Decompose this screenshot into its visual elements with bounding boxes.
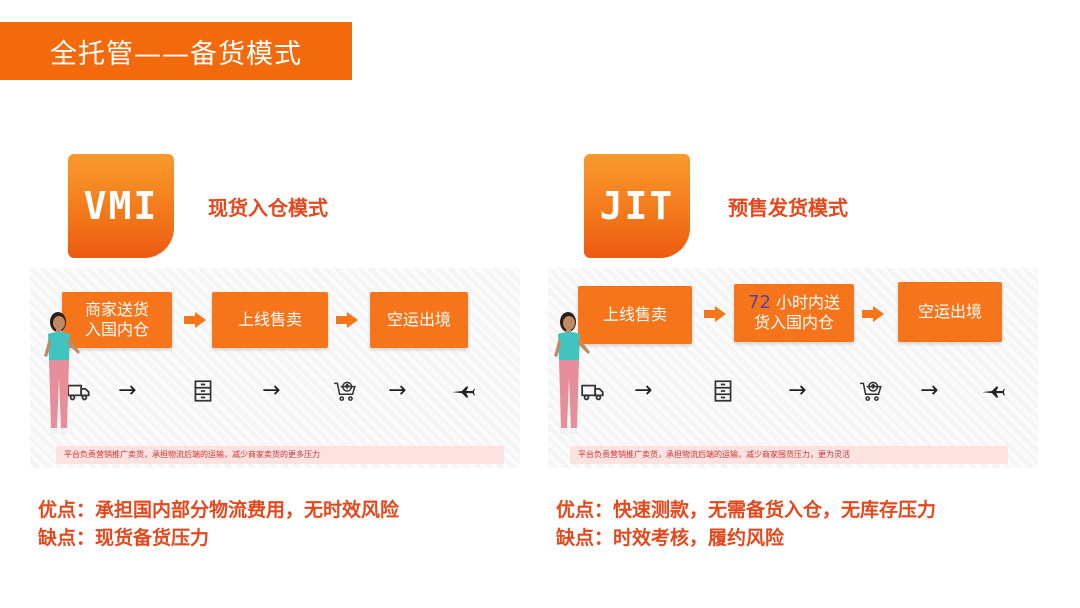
jit-icons-row: → → → (548, 376, 1038, 416)
jit-step-1: 上线售卖 (578, 286, 692, 344)
arrow-right-icon: → (788, 378, 807, 403)
jit-note: 平台负责营销推广卖货，承担物流后端的运输，减少商家囤货压力，更为灵活 (570, 446, 1008, 464)
vmi-mode-title: 现货入仓模式 (208, 196, 328, 220)
jit-flow-area: 上线售卖 72 小时内送 货入国内仓 空运出境 → → → (548, 268, 1038, 468)
vmi-logo: VMI (68, 154, 174, 258)
vmi-pros-cons: 优点：承担国内部分物流费用，无时效风险 缺点：现货备货压力 (38, 496, 399, 552)
jit-step-2-line1: 小时内送 (770, 293, 840, 312)
jit-cons: 缺点：时效考核，履约风险 (556, 527, 785, 549)
vmi-step-1-line2: 入国内仓 (84, 320, 149, 339)
orange-arrow-icon (184, 312, 206, 328)
jit-panel: JIT 预售发货模式 上线售卖 72 小时内送 货入国内仓 空运出境 → → (548, 150, 1038, 480)
airplane-icon (448, 376, 478, 406)
jit-step-2-highlight: 72 (748, 292, 771, 313)
jit-step-2: 72 小时内送 货入国内仓 (734, 284, 854, 342)
arrow-right-icon: → (262, 378, 281, 403)
vmi-icons-row: → → → (30, 376, 520, 416)
jit-step-2-line2: 货入国内仓 (753, 313, 834, 332)
jit-logo: JIT (584, 154, 690, 258)
jit-mode-title: 预售发货模式 (728, 196, 848, 220)
vmi-flow-area: 商家送货 入国内仓 上线售卖 空运出境 → → → (30, 268, 520, 468)
jit-step-3-line1: 空运出境 (917, 302, 982, 321)
vmi-step-3: 空运出境 (370, 292, 468, 348)
page-title: 全托管——备货模式 (0, 22, 352, 80)
vmi-cons: 缺点：现货备货压力 (38, 527, 210, 549)
vmi-step-3-line1: 空运出境 (386, 310, 451, 329)
warehouse-icon (188, 376, 218, 406)
airplane-icon (978, 376, 1008, 406)
truck-icon (578, 376, 608, 406)
cart-upload-icon (856, 376, 886, 406)
jit-step-3: 空运出境 (898, 282, 1002, 342)
jit-step-1-line1: 上线售卖 (602, 305, 667, 324)
arrow-right-icon: → (388, 378, 407, 403)
vmi-pros: 优点：承担国内部分物流费用，无时效风险 (38, 499, 400, 521)
jit-step-2-line1-wrap: 72 小时内送 (748, 293, 840, 313)
vmi-panel: VMI 现货入仓模式 商家送货 入国内仓 上线售卖 空运出境 → → → (30, 150, 520, 480)
presenter-avatar (44, 312, 80, 434)
vmi-step-1-line1: 商家送货 (84, 300, 149, 319)
orange-arrow-icon (336, 312, 358, 328)
orange-arrow-icon (862, 306, 884, 322)
arrow-right-icon: → (634, 378, 653, 403)
presenter-avatar (554, 312, 590, 434)
page-title-text: 全托管——备货模式 (50, 38, 302, 70)
orange-arrow-icon (704, 306, 726, 322)
arrow-right-icon: → (118, 378, 137, 403)
vmi-note: 平台负责营销推广卖货，承担物流后端的运输，减少商家卖货的更多压力 (56, 446, 504, 464)
warehouse-icon (708, 376, 738, 406)
vmi-step-2: 上线售卖 (212, 292, 328, 348)
vmi-step-2-line1: 上线售卖 (237, 310, 302, 329)
jit-pros: 优点：快速测款，无需备货入仓，无库存压力 (556, 499, 937, 521)
cart-upload-icon (330, 376, 360, 406)
jit-pros-cons: 优点：快速测款，无需备货入仓，无库存压力 缺点：时效考核，履约风险 (556, 496, 936, 552)
vmi-step-1: 商家送货 入国内仓 (62, 292, 172, 348)
truck-icon (64, 376, 94, 406)
arrow-right-icon: → (920, 378, 939, 403)
